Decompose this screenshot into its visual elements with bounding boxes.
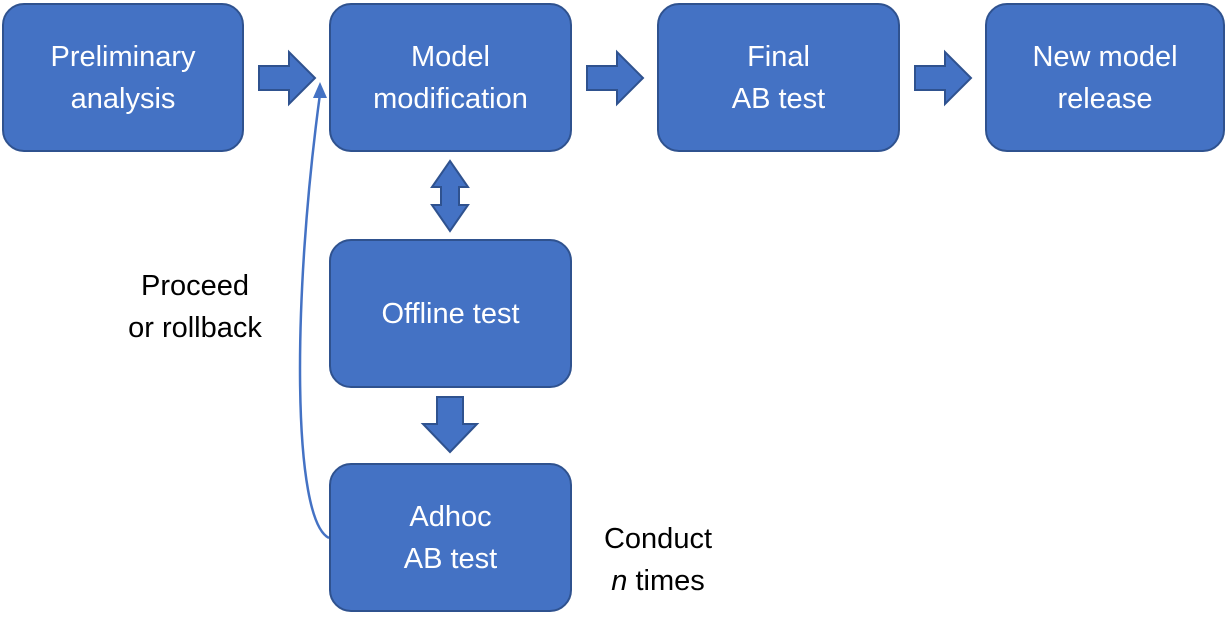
node-final-ab-test: Final AB test — [657, 3, 900, 152]
label-proceed-line2: or rollback — [128, 312, 262, 344]
arrow-offline-to-adhoc — [420, 396, 480, 454]
arrow-final-to-release — [914, 49, 973, 107]
node-preliminary-analysis: Preliminary analysis — [2, 3, 244, 152]
label-proceed-or-rollback: Proceed or rollback — [100, 265, 290, 349]
node-preliminary-line2: analysis — [70, 82, 176, 115]
node-final-line2: AB test — [731, 82, 826, 115]
node-model-line2: modification — [373, 82, 528, 115]
node-release-line1: New model — [1032, 40, 1178, 73]
node-offline-line1: Offline test — [381, 297, 520, 330]
node-new-model-release: New model release — [985, 3, 1225, 152]
arrow-model-to-final — [586, 49, 645, 107]
node-model-line1: Model — [411, 40, 490, 73]
label-conduct-n-times: Conduct n times — [578, 518, 738, 602]
node-final-line1: Final — [747, 40, 810, 73]
node-model-modification: Model modification — [329, 3, 572, 152]
label-conduct-rest: times — [627, 565, 705, 597]
arrow-model-offline-bidirectional — [430, 159, 470, 233]
label-conduct-n: n — [611, 565, 628, 597]
label-conduct-line1: Conduct — [603, 523, 712, 555]
feedback-loop-arrowhead — [313, 82, 327, 98]
label-proceed-line1: Proceed — [140, 270, 249, 302]
arrow-preliminary-to-model — [258, 49, 317, 107]
node-preliminary-line1: Preliminary — [50, 40, 196, 73]
node-adhoc-ab-test: Adhoc AB test — [329, 463, 572, 612]
node-release-line2: release — [1057, 82, 1153, 115]
node-offline-test: Offline test — [329, 239, 572, 388]
label-conduct-line2: n times — [578, 560, 738, 602]
node-adhoc-line2: AB test — [403, 542, 498, 575]
feedback-loop-line — [298, 93, 330, 540]
node-adhoc-line1: Adhoc — [409, 500, 492, 533]
